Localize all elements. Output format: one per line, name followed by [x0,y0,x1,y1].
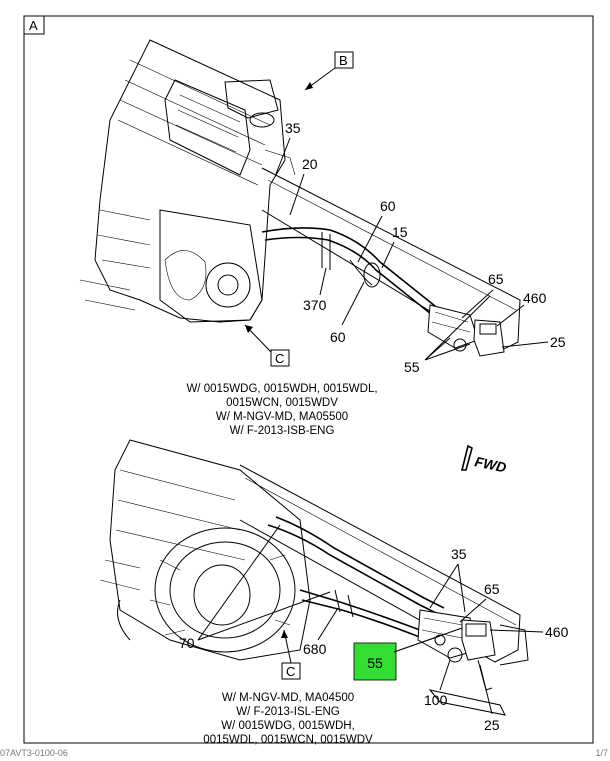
arrow-b [305,82,313,90]
bottom-engine-drawing [99,439,529,716]
callout-370-top: 370 [303,297,327,313]
footer-code: 07AVT3-0100-06 [0,748,68,758]
fwd-label: FWD [473,453,508,475]
arrow-c-bottom [281,630,288,638]
bottom-note-1: W/ M-NGV-MD, MA04500 [222,692,354,704]
frame-label-box [23,15,45,35]
top-note-4: W/ F-2013-ISB-ENG [230,425,335,437]
callout-55-bottom[interactable]: 55 [367,655,383,671]
callout-15-top: 15 [392,224,408,240]
highlight-box[interactable] [353,642,397,681]
frame-label: A [29,18,38,33]
fwd-arrow-icon [460,444,473,471]
callout-35-bottom: 35 [451,546,467,562]
callout-100-bottom: 100 [424,692,448,708]
callout-35-top: 35 [285,120,301,136]
view-label-c-bottom: C [286,664,295,679]
callout-20-top: 20 [302,156,318,172]
callout-60b-top: 60 [330,329,346,345]
callout-25-top: 25 [550,334,566,350]
fwd-indicator: FWD [460,444,508,476]
top-engine-drawing [79,39,521,357]
view-label-b: B [339,53,348,68]
callout-60a-top: 60 [380,198,396,214]
callout-25-bottom: 25 [484,717,500,733]
bottom-note-2: W/ F-2013-ISL-ENG [236,706,340,718]
highlight-callout-55[interactable]: 55 [353,627,463,681]
callout-460-top: 460 [523,290,547,306]
callout-680-bottom: 680 [303,641,327,657]
callout-65-bottom: 65 [484,581,500,597]
callout-65-top: 65 [488,271,504,287]
bottom-note-3: W/ 0015WDG, 0015WDH, [221,720,355,732]
top-notes: W/ 0015WDG, 0015WDH, 0015WDL, 0015WCN, 0… [186,383,377,437]
diagram-frame [23,15,594,744]
footer-page: 1/7 [595,748,608,758]
view-label-box-c-top [270,349,290,367]
view-label-c-top: C [275,351,284,366]
top-note-3: W/ M-NGV-MD, MA05500 [216,411,348,423]
view-label-box-b [334,51,354,69]
bottom-note-4: 0015WDL, 0015WCN, 0015WDV [203,734,373,746]
callout-70-bottom: 70 [179,635,195,651]
bottom-notes: W/ M-NGV-MD, MA04500 W/ F-2013-ISL-ENG W… [203,692,373,746]
top-note-1: W/ 0015WDG, 0015WDH, 0015WDL, [186,383,377,395]
bottom-callouts: 35 65 460 70 680 100 25 [179,524,569,733]
top-note-2: 0015WCN, 0015WDV [226,397,338,409]
leader-55-bottom [393,627,463,653]
top-callouts: 35 20 60 15 370 60 65 460 55 25 [275,120,566,375]
arrow-c-top [245,325,253,333]
callout-55-top: 55 [404,359,420,375]
callout-460-bottom: 460 [545,624,569,640]
